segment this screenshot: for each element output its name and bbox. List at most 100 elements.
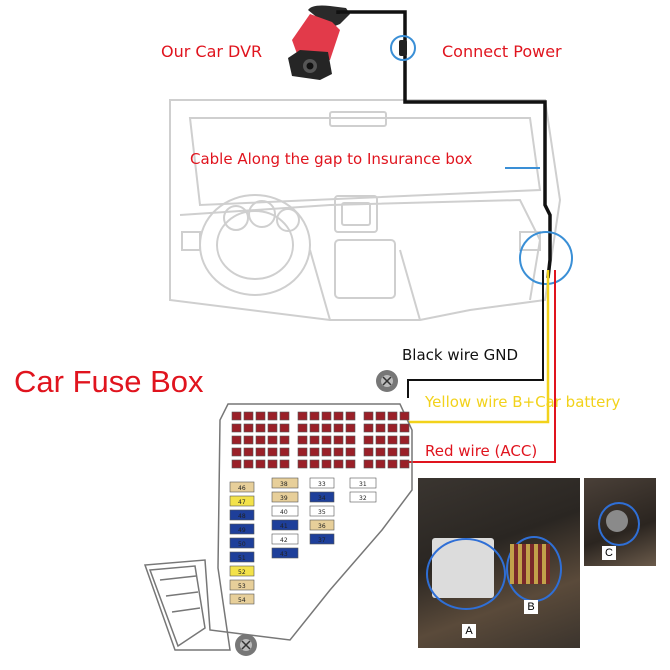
- power-cable: [336, 10, 552, 279]
- fuse-slot: [297, 411, 308, 421]
- fuse-slot: [279, 411, 290, 421]
- fuse-slot: [255, 459, 266, 469]
- fuse-right: [309, 477, 335, 489]
- fuse-slot: [333, 435, 344, 445]
- fuse-slot: [333, 411, 344, 421]
- black-wire-line: [407, 270, 544, 398]
- fuse-slot: [255, 411, 266, 421]
- fuse-slot: [345, 447, 356, 457]
- fuse-mid: [271, 519, 299, 531]
- fuse-slot: [267, 459, 278, 469]
- fuse-slot: [297, 459, 308, 469]
- fuse-slot: [243, 459, 254, 469]
- fuse-number-left: 47: [238, 499, 246, 506]
- fuse-slot: [399, 447, 410, 457]
- fuse-right: [309, 505, 335, 517]
- fuse-slot: [345, 423, 356, 433]
- fuse-slot: [255, 423, 266, 433]
- screw-bottom: [235, 634, 257, 656]
- fuse-mid: [271, 505, 299, 517]
- fuse-slot: [255, 447, 266, 457]
- fuse-left: [229, 481, 255, 493]
- photo-highlight-c: [598, 502, 640, 546]
- fuse-slot: [363, 459, 374, 469]
- fuse-slot: [375, 459, 386, 469]
- connector-plug: [399, 40, 407, 56]
- fuse-slot: [345, 435, 356, 445]
- fuse-slot: [297, 435, 308, 445]
- fuse-slot: [399, 411, 410, 421]
- fuse-left: [229, 537, 255, 549]
- dashboard-outline: [169, 99, 562, 321]
- red-wire-line: [408, 270, 556, 463]
- fuse-slot: [321, 447, 332, 457]
- fuse-red-grid: [231, 411, 410, 469]
- fuse-slot: [279, 447, 290, 457]
- fuse-slot: [387, 447, 398, 457]
- fuse-slot: [333, 459, 344, 469]
- photo-tag-b: B: [524, 600, 538, 614]
- dvr-camera: [288, 5, 350, 80]
- fuse-slot: [267, 423, 278, 433]
- fuse-slot: [243, 411, 254, 421]
- fuse-slot: [231, 411, 242, 421]
- fuse-number-right: 34: [318, 495, 326, 502]
- fuse-slot: [375, 411, 386, 421]
- insurance-box-highlight: [519, 231, 573, 285]
- fuse-slot: [243, 447, 254, 457]
- fuse-number-far-right: 31: [359, 481, 367, 488]
- fuse-number-left: 53: [238, 583, 246, 590]
- fuse-slot: [267, 411, 278, 421]
- fuse-slot: [399, 459, 410, 469]
- yellow-wire-label: Yellow wire B+Car battery: [425, 393, 621, 411]
- fuse-slot: [231, 435, 242, 445]
- connector-highlight: [390, 35, 416, 61]
- fuse-left: [229, 551, 255, 563]
- fuse-slot: [279, 435, 290, 445]
- fuse-number-mid: 42: [280, 537, 288, 544]
- fuse-slot: [375, 423, 386, 433]
- fuse-mid: [271, 491, 299, 503]
- fuse-slot: [345, 459, 356, 469]
- fuse-slot: [267, 447, 278, 457]
- photo-highlight-a: [426, 538, 506, 610]
- fuse-slot: [309, 423, 320, 433]
- connect-power-label: Connect Power: [442, 42, 562, 61]
- fuse-number-right: 37: [318, 537, 326, 544]
- fuse-slot: [309, 411, 320, 421]
- fuse-slot: [399, 423, 410, 433]
- fuse-far-right: [349, 477, 377, 489]
- fuse-number-mid: 41: [280, 523, 288, 530]
- fuse-slot: [363, 411, 374, 421]
- fuse-number-right: 36: [318, 523, 326, 530]
- screw-top: [376, 370, 398, 392]
- fuse-number-left: 46: [238, 485, 246, 492]
- fuse-right: [309, 533, 335, 545]
- fuse-slot: [279, 423, 290, 433]
- fuse-slot: [333, 423, 344, 433]
- fuse-slot: [255, 435, 266, 445]
- fuse-slot: [279, 459, 290, 469]
- fuse-slot: [309, 459, 320, 469]
- fuse-number-right: 33: [318, 481, 326, 488]
- fuse-slot: [387, 459, 398, 469]
- fuse-slot: [375, 435, 386, 445]
- yellow-wire-line: [408, 270, 550, 424]
- fuse-slot: [321, 459, 332, 469]
- fuse-slot: [387, 423, 398, 433]
- red-wire-label: Red wire (ACC): [425, 442, 538, 460]
- fuse-mid: [271, 533, 299, 545]
- fuse-number-mid: 39: [280, 495, 288, 502]
- fuse-slot: [363, 435, 374, 445]
- fuse-number-far-right: 32: [359, 495, 367, 502]
- fuse-slot: [345, 411, 356, 421]
- fuse-left: [229, 565, 255, 577]
- fuse-box: [143, 403, 413, 651]
- fuse-number-left: 54: [238, 597, 246, 604]
- fuse-left: [229, 509, 255, 521]
- fuse-mid: [271, 547, 299, 559]
- fuse-number-left: 50: [238, 541, 246, 548]
- fuse-slot: [309, 435, 320, 445]
- fuse-slot: [399, 435, 410, 445]
